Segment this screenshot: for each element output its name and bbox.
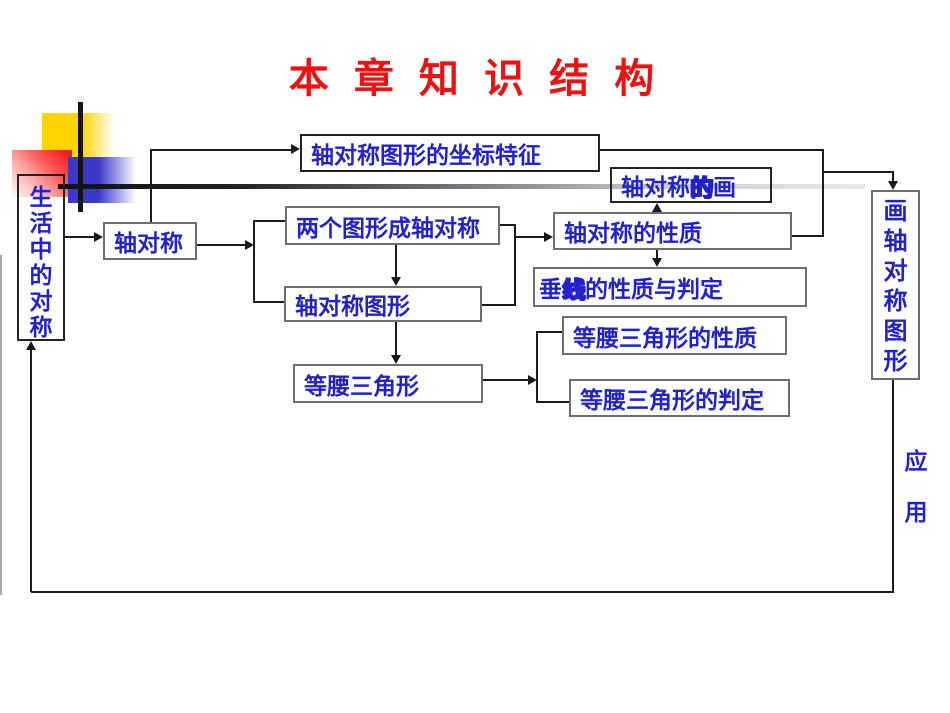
arrowhead — [391, 355, 401, 364]
node-label: 的性质与判定 — [585, 276, 723, 302]
arrowhead — [528, 375, 537, 385]
node-draw-symmetric-figures: 画轴对称图形 — [871, 190, 920, 380]
arrowhead — [652, 203, 662, 212]
node-isosceles-judgment: 等腰三角形的判定 — [569, 379, 790, 417]
arrowhead — [245, 240, 254, 250]
node-label: 轴对称 — [621, 174, 690, 200]
node-coordinate-features: 轴对称图形的坐标特征 — [300, 134, 600, 172]
arrowhead — [888, 181, 898, 190]
node-perpendicular-bisector: 垂线的性质与判定 — [533, 267, 807, 307]
node-label-overlap: 的 — [690, 174, 713, 200]
arrowhead — [291, 144, 300, 154]
node-label: 轴对称图形 — [295, 293, 410, 319]
node-axis-symmetric-figures: 轴对称图形 — [284, 286, 482, 322]
decor-red-square — [12, 150, 72, 197]
node-label: 画轴对称图形 — [883, 198, 908, 375]
arrowhead — [26, 341, 36, 350]
node-life-symmetry: 生活中的对称 — [17, 174, 65, 341]
node-label: 轴对称 — [114, 230, 183, 256]
node-label-overlap: 线 — [562, 276, 585, 302]
node-symmetry-drawing: 轴对称的画 — [610, 167, 772, 203]
arrowhead — [544, 232, 553, 242]
node-label: 轴对称的性质 — [564, 220, 702, 246]
node-label: 应用 — [904, 448, 928, 525]
decor-left-edge-line — [0, 255, 2, 595]
arrowhead — [652, 258, 662, 267]
application-label: 应用 — [900, 436, 932, 538]
node-two-figures-symmetric: 两个图形成轴对称 — [285, 206, 500, 245]
node-symmetry-properties: 轴对称的性质 — [553, 212, 792, 250]
node-label: 两个图形成轴对称 — [296, 214, 480, 241]
node-isosceles-triangle: 等腰三角形 — [293, 364, 483, 403]
node-label: 等腰三角形的性质 — [573, 324, 757, 351]
node-label: 生活中的对称 — [29, 184, 53, 340]
page-title: 本 章 知 识 结 构 — [288, 57, 662, 101]
node-label: 等腰三角形的判定 — [580, 387, 764, 413]
node-label: 等腰三角形 — [304, 372, 419, 399]
node-label: 画 — [713, 174, 736, 200]
decor-crosshair-horizontal — [58, 184, 865, 189]
arrowhead — [94, 232, 103, 242]
node-axis-symmetry: 轴对称 — [103, 222, 197, 260]
node-isosceles-properties: 等腰三角形的性质 — [562, 316, 787, 355]
decor-crosshair-vertical — [78, 102, 83, 212]
node-label: 垂 — [539, 276, 562, 302]
arrowhead — [391, 277, 401, 286]
node-label: 轴对称图形的坐标特征 — [311, 142, 541, 168]
